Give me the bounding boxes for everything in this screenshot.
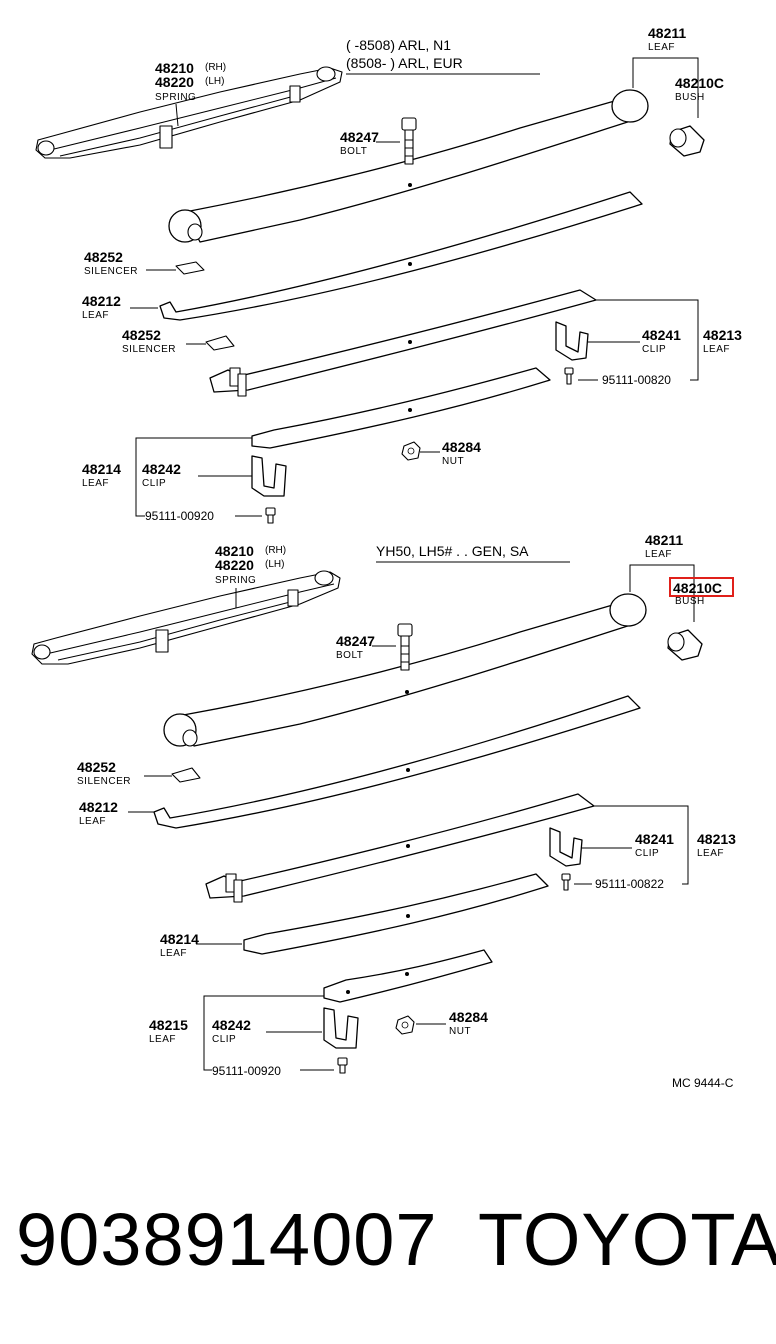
bush-illustration (669, 125, 705, 157)
clip-bolt-illustration (265, 507, 276, 524)
bottom-leaf-48212-pn: 48212 (79, 799, 118, 815)
bottom-bush-pn: 48210C (673, 580, 722, 596)
leaf-48212-illustration (153, 695, 641, 829)
bottom-clip-48242-pn: 48242 (212, 1017, 251, 1033)
silencer-illustration (171, 767, 201, 783)
top-clip-48242-name: CLIP (142, 478, 166, 489)
nut-illustration (395, 1015, 415, 1035)
top-clip-48242-pn: 48242 (142, 461, 181, 477)
bottom-spring-pn1: 48210 (215, 543, 254, 559)
footer-part-number: 9038914007 (16, 1198, 438, 1281)
clip-bolt-illustration (564, 367, 574, 385)
top-silencer1-name: SILENCER (84, 266, 138, 277)
bottom-leaf-48215-pn: 48215 (149, 1017, 188, 1033)
clip-illustration (323, 1007, 359, 1049)
spring-assembly-illustration (31, 570, 341, 665)
parts-diagram: ( -8508) ARL, N1 (8508- ) ARL, EUR 48210… (31, 25, 742, 1090)
top-leaf-48214-name: LEAF (82, 478, 109, 489)
leaf-48212-illustration (159, 191, 643, 321)
bottom-bolt-pn: 48247 (336, 633, 375, 649)
bottom-leaf-48212-name: LEAF (79, 816, 106, 827)
clip-illustration (251, 455, 287, 497)
clip-bolt-illustration (337, 1057, 348, 1074)
bottom-spring-sfx1: (RH) (265, 545, 286, 556)
top-bolt-name: BOLT (340, 146, 367, 157)
clip-illustration (549, 827, 583, 867)
bolt-illustration (401, 117, 417, 165)
silencer-illustration (175, 261, 205, 275)
bottom-leaf-48215-name: LEAF (149, 1034, 176, 1045)
bottom-nut-pn: 48284 (449, 1009, 488, 1025)
top-bush-pn: 48210C (675, 75, 724, 91)
top-leaf-48212-pn: 48212 (82, 293, 121, 309)
leaf-48214-illustration (243, 873, 549, 955)
bottom-leaf-48211-name: LEAF (645, 549, 672, 560)
bush-illustration (667, 629, 703, 661)
top-silencer2-pn: 48252 (122, 327, 161, 343)
leaf-48213-illustration (209, 289, 597, 397)
top-leaf-48213-pn: 48213 (703, 327, 742, 343)
leaf-48214-illustration (251, 367, 551, 449)
top-leaf-48211-pn: 48211 (648, 25, 686, 41)
top-spring-sfx2: (LH) (205, 76, 224, 87)
bottom-clip-48241-pn: 48241 (635, 831, 674, 847)
top-clip-48241-name: CLIP (642, 344, 666, 355)
bottom-bolt-code: 95111-00822 (595, 877, 664, 891)
top-silencer1-pn: 48252 (84, 249, 123, 265)
top-spring-pn1: 48210 (155, 60, 194, 76)
bottom-clip-48242-name: CLIP (212, 1034, 236, 1045)
top-header-line1: ( -8508) ARL, N1 (346, 37, 451, 53)
top-bolt-pn: 48247 (340, 129, 379, 145)
bottom-spring-sfx2: (LH) (265, 559, 284, 570)
bottom-spring-name: SPRING (215, 575, 256, 586)
nut-illustration (401, 441, 421, 461)
footer-brand: TOYOTA (478, 1198, 776, 1281)
bottom-clip-48241-name: CLIP (635, 848, 659, 859)
top-clip-48241-pn: 48241 (642, 327, 681, 343)
bolt-illustration (397, 623, 413, 671)
top-nut-pn: 48284 (442, 439, 481, 455)
bush-highlight-box (669, 577, 734, 597)
bottom-bolt-name: BOLT (336, 650, 363, 661)
bottom-leaf-48211-pn: 48211 (645, 532, 683, 548)
bottom-leaf-48214-name: LEAF (160, 948, 187, 959)
bottom-bush-name: BUSH (675, 596, 705, 607)
top-section: ( -8508) ARL, N1 (8508- ) ARL, EUR 48210… (35, 25, 742, 524)
top-leaf-48211-name: LEAF (648, 42, 675, 53)
clip-illustration (555, 321, 589, 361)
top-bolt-code2: 95111-00920 (145, 509, 214, 523)
bottom-spring-pn2: 48220 (215, 557, 254, 573)
top-leaf-48212-name: LEAF (82, 310, 109, 321)
bottom-silencer-name: SILENCER (77, 776, 131, 787)
top-leaf-48214-pn: 48214 (82, 461, 121, 477)
bottom-leaf-48213-pn: 48213 (697, 831, 736, 847)
bottom-bolt-code2: 95111-00920 (212, 1064, 281, 1078)
bottom-leaf-48213-name: LEAF (697, 848, 724, 859)
bottom-leaf-48214-pn: 48214 (160, 931, 199, 947)
bottom-silencer-pn: 48252 (77, 759, 116, 775)
top-spring-pn2: 48220 (155, 74, 194, 90)
bottom-header: YH50, LH5# . . GEN, SA (376, 543, 529, 559)
top-header-line2: (8508- ) ARL, EUR (346, 55, 463, 71)
silencer-illustration (205, 335, 235, 351)
leaf-48215-illustration (323, 949, 493, 1003)
spring-assembly-illustration (35, 66, 343, 159)
leaf-48211-illustration (168, 89, 649, 243)
top-spring-sfx1: (RH) (205, 62, 226, 73)
leaf-48211-illustration (163, 593, 647, 747)
clip-bolt-illustration (561, 873, 571, 891)
top-leaf-48213-name: LEAF (703, 344, 730, 355)
top-silencer2-name: SILENCER (122, 344, 176, 355)
top-nut-name: NUT (442, 456, 464, 467)
diagram-code: MC 9444-C (672, 1076, 734, 1090)
top-spring-name: SPRING (155, 92, 196, 103)
top-bush-name: BUSH (675, 92, 705, 103)
bottom-nut-name: NUT (449, 1026, 471, 1037)
top-bolt-code: 95111-00820 (602, 373, 671, 387)
bottom-section: YH50, LH5# . . GEN, SA 48210 (RH) 48220 … (31, 532, 736, 1090)
